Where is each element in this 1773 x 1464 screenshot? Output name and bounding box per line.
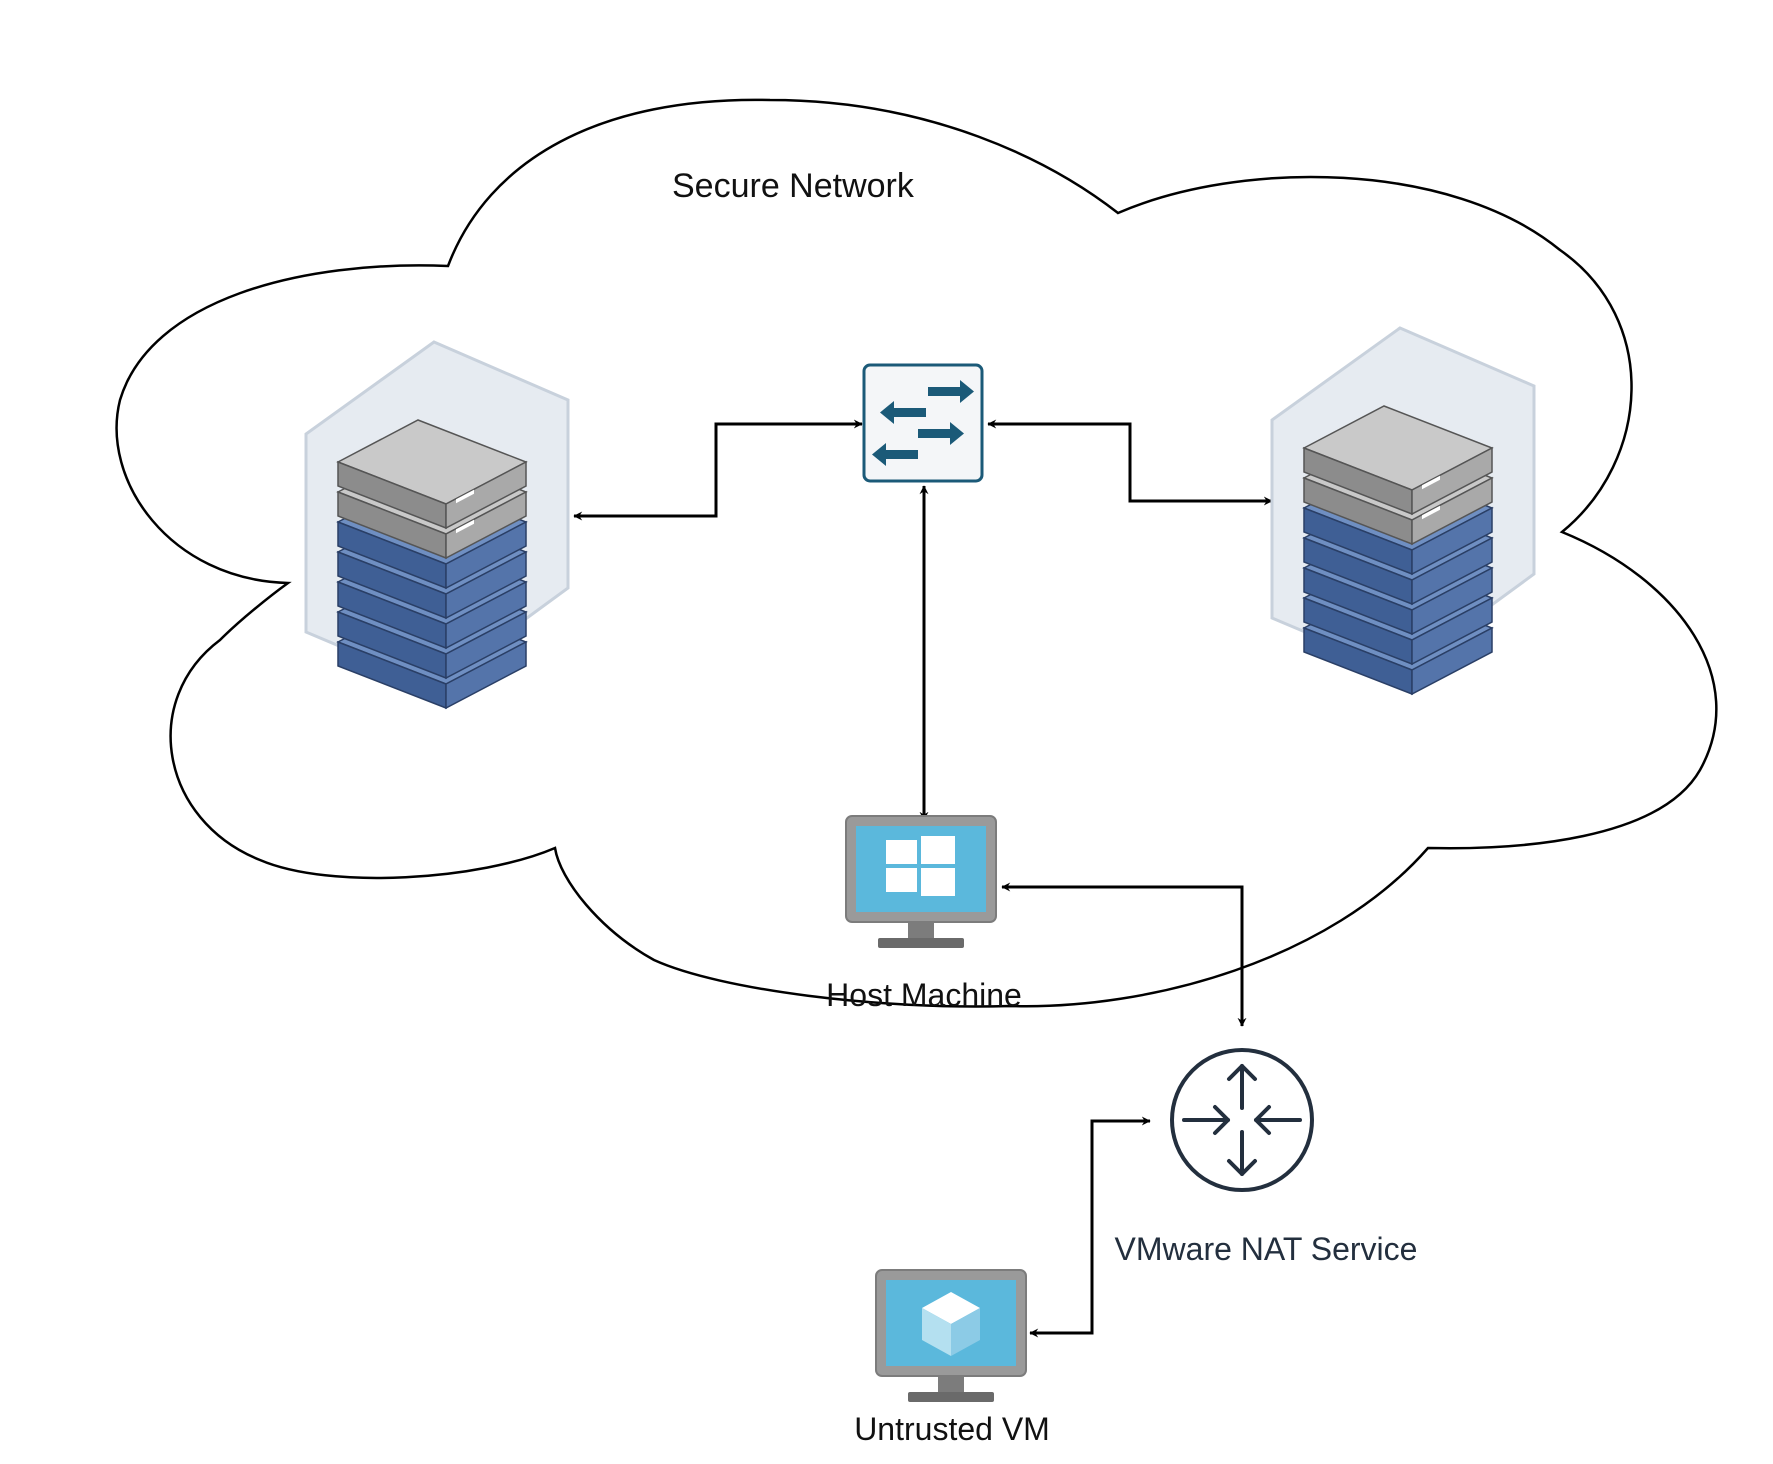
host-monitor-icon xyxy=(845,815,997,948)
edge-nat-vm xyxy=(1029,1116,1151,1338)
server-left-icon xyxy=(304,340,570,709)
vm-label: Untrusted VM xyxy=(854,1411,1050,1447)
network-switch-icon xyxy=(862,363,984,483)
nat-label: VMware NAT Service xyxy=(1115,1231,1418,1267)
edge-switch-server-right xyxy=(987,419,1273,506)
vm-monitor-icon xyxy=(875,1269,1027,1402)
router-icon xyxy=(1170,1048,1314,1192)
host-label: Host Machine xyxy=(826,977,1022,1013)
windows-logo-icon xyxy=(886,836,955,896)
edge-switch-server-left xyxy=(573,419,863,521)
cube-icon xyxy=(922,1292,980,1356)
server-right-icon xyxy=(1270,326,1536,695)
cloud-label: Secure Network xyxy=(672,167,915,205)
edge-host-nat xyxy=(1001,882,1247,1027)
